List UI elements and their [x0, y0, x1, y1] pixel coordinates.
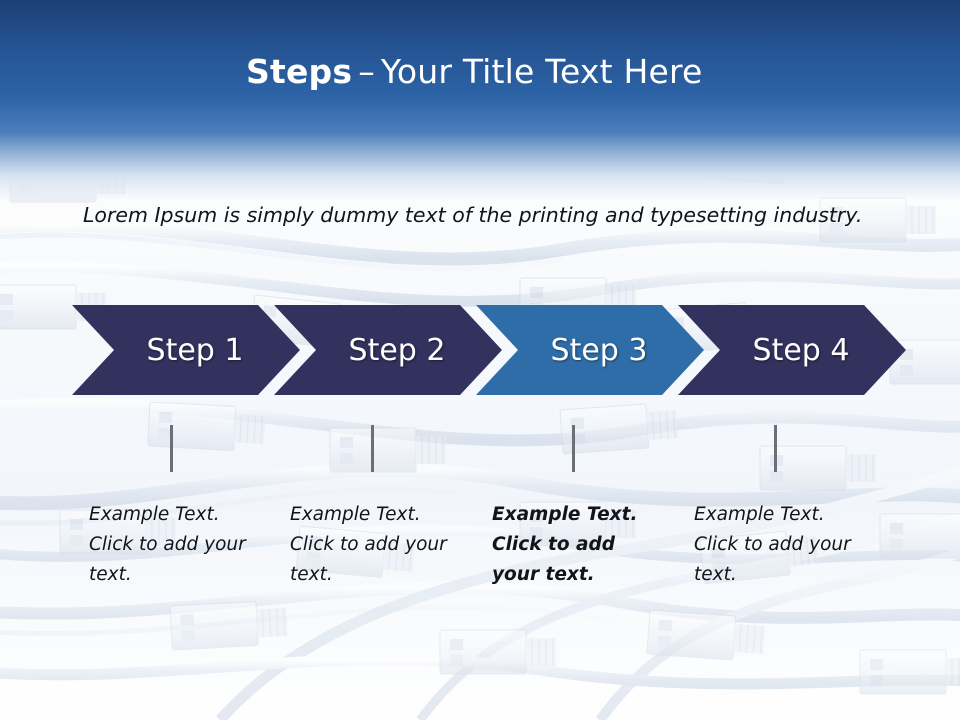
connector-tick-3: [572, 425, 575, 472]
title-rest-part: Your Title Text Here: [380, 52, 703, 91]
title-separator: –: [358, 52, 375, 91]
step-chevron-2[interactable]: Step 2: [274, 305, 502, 395]
body-paragraph: Lorem Ipsum is simply dummy text of the …: [83, 203, 863, 227]
connector-tick-2: [371, 425, 374, 472]
step-chevron-label-3: Step 3: [550, 332, 648, 368]
title-strong-part: Steps: [246, 52, 353, 91]
page-title: Steps–Your Title Text Here: [246, 52, 703, 91]
step-caption-3[interactable]: Example Text. Click to add your text.: [492, 504, 638, 585]
step-chevron-1[interactable]: Step 1: [72, 305, 300, 395]
connector-tick-1: [170, 425, 173, 472]
step-chevron-label-1: Step 1: [146, 332, 244, 368]
connector-tick-4: [774, 425, 777, 472]
steps-chevron-row: Step 1 Step 2 Step 3 Step 4: [0, 305, 960, 397]
step-caption-1[interactable]: Example Text. Click to add your text.: [89, 504, 246, 585]
step-caption-2[interactable]: Example Text. Click to add your text.: [290, 504, 447, 585]
step-caption-4[interactable]: Example Text. Click to add your text.: [694, 504, 851, 585]
step-chevron-label-2: Step 2: [348, 332, 446, 368]
step-chevron-label-4: Step 4: [752, 332, 850, 368]
step-chevron-4[interactable]: Step 4: [678, 305, 906, 395]
step-chevron-3[interactable]: Step 3: [476, 305, 704, 395]
